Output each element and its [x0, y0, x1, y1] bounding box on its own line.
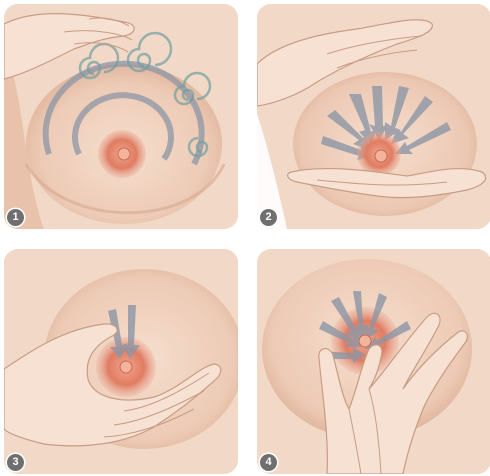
step-number-badge: 3 [7, 454, 24, 471]
step-3-panel: 3 [4, 249, 238, 474]
step-2-panel: 2 [257, 4, 490, 229]
step-3-illustration [4, 249, 238, 474]
step-2-illustration [257, 4, 490, 229]
step-1-panel: 1 [4, 4, 238, 229]
nipple [118, 148, 130, 160]
step-1-illustration [4, 4, 238, 229]
step-number-badge: 1 [7, 209, 24, 226]
step-number-badge: 2 [260, 209, 277, 226]
step-4-panel: 4 [257, 249, 490, 474]
step-4-illustration [257, 249, 490, 474]
nipple [359, 335, 371, 347]
step-number-badge: 4 [260, 454, 277, 471]
nipple [120, 361, 132, 373]
nipple [375, 150, 387, 162]
